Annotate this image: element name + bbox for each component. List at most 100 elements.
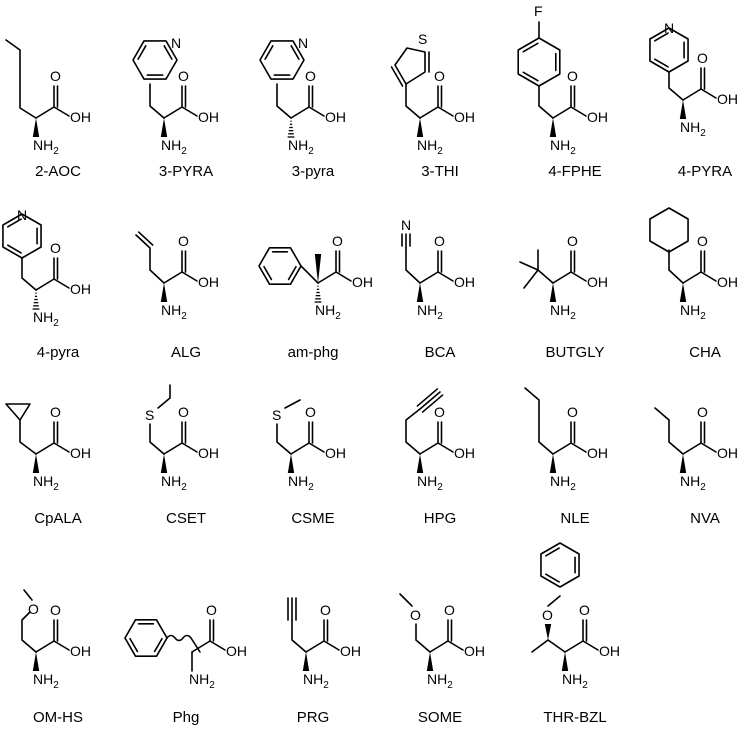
hydroxyl-label: OH xyxy=(226,643,247,659)
thiophene-ring xyxy=(394,47,426,85)
amine-label: NH2 xyxy=(33,473,59,493)
bond xyxy=(308,442,325,453)
bond xyxy=(700,442,717,453)
carbonyl-oxygen: O xyxy=(567,68,578,84)
bond xyxy=(437,271,454,282)
compound-name: BUTGLY xyxy=(546,344,605,361)
bond xyxy=(415,623,431,653)
ring xyxy=(124,619,168,657)
amine-label: NH2 xyxy=(189,671,215,691)
fluorine-label: F xyxy=(534,3,543,19)
compound-name: 2-AOC xyxy=(35,163,81,180)
wedge-bond xyxy=(549,283,557,302)
bond xyxy=(209,640,226,651)
carbonyl-oxygen: O xyxy=(697,233,708,249)
bond xyxy=(53,106,70,117)
bond xyxy=(129,637,139,653)
compound-name: NVA xyxy=(690,510,720,527)
bond xyxy=(163,45,173,60)
bond xyxy=(21,257,37,291)
amine-label: NH2 xyxy=(288,473,314,493)
hydroxyl-label: OH xyxy=(454,274,475,290)
wedge-bond xyxy=(160,283,168,302)
bond xyxy=(53,442,70,453)
bond xyxy=(7,244,22,254)
bond xyxy=(135,234,165,284)
compound-name: ALG xyxy=(171,344,201,361)
amine-label: NH2 xyxy=(550,302,576,322)
bond xyxy=(570,271,587,282)
bond xyxy=(545,573,560,583)
bond xyxy=(405,247,421,284)
bond xyxy=(305,640,325,653)
amine-label: NH2 xyxy=(288,137,314,157)
compound-name: 4-FPHE xyxy=(548,163,601,180)
wedge-bond xyxy=(561,652,569,671)
ring-nitrogen: N xyxy=(298,35,308,51)
amine-label: NH2 xyxy=(680,302,706,322)
hydroxyl-label: OH xyxy=(70,109,91,125)
bond xyxy=(335,271,352,282)
carbonyl-oxygen: O xyxy=(305,404,316,420)
ring-nitrogen: N xyxy=(171,35,181,51)
bond xyxy=(284,399,301,409)
bond xyxy=(35,640,55,653)
carbonyl-oxygen: O xyxy=(697,50,708,66)
bond xyxy=(682,88,702,101)
bond xyxy=(682,271,702,284)
bond xyxy=(654,407,684,455)
bond xyxy=(570,442,587,453)
amine-label: NH2 xyxy=(417,473,443,493)
wedge-bond xyxy=(549,454,557,473)
bond xyxy=(53,278,70,289)
amine-label: NH2 xyxy=(33,137,59,157)
hydroxyl-label: OH xyxy=(70,281,91,297)
carbonyl-oxygen: O xyxy=(178,233,189,249)
compound-name: NLE xyxy=(560,510,589,527)
ring xyxy=(2,213,42,259)
hydroxyl-label: OH xyxy=(325,445,346,461)
amine-label: NH2 xyxy=(161,473,187,493)
amine-label: NH2 xyxy=(680,473,706,493)
bond xyxy=(416,388,439,407)
bond xyxy=(323,640,340,651)
hydroxyl-label: OH xyxy=(587,109,608,125)
ring xyxy=(649,27,689,73)
hydroxyl-label: OH xyxy=(70,445,91,461)
amine-label: NH2 xyxy=(33,309,59,329)
ring-nitrogen: N xyxy=(17,207,27,223)
compound-name: am-phg xyxy=(288,344,339,361)
hydroxyl-label: OH xyxy=(352,274,373,290)
compound-name: BCA xyxy=(425,344,456,361)
carbonyl-oxygen: O xyxy=(697,404,708,420)
ring xyxy=(258,247,302,285)
compound-name: PRG xyxy=(297,709,330,726)
bond xyxy=(405,83,421,119)
bond xyxy=(419,391,441,410)
wedge-bond xyxy=(544,624,552,640)
wedge-bond xyxy=(679,283,687,302)
bond xyxy=(35,106,55,119)
carbonyl-oxygen: O xyxy=(434,404,445,420)
bond xyxy=(524,387,554,455)
amine-label: NH2 xyxy=(417,137,443,157)
bond xyxy=(654,58,669,68)
bond xyxy=(7,218,22,228)
ring-sulfur: S xyxy=(418,31,427,47)
amine-label: NH2 xyxy=(161,302,187,322)
